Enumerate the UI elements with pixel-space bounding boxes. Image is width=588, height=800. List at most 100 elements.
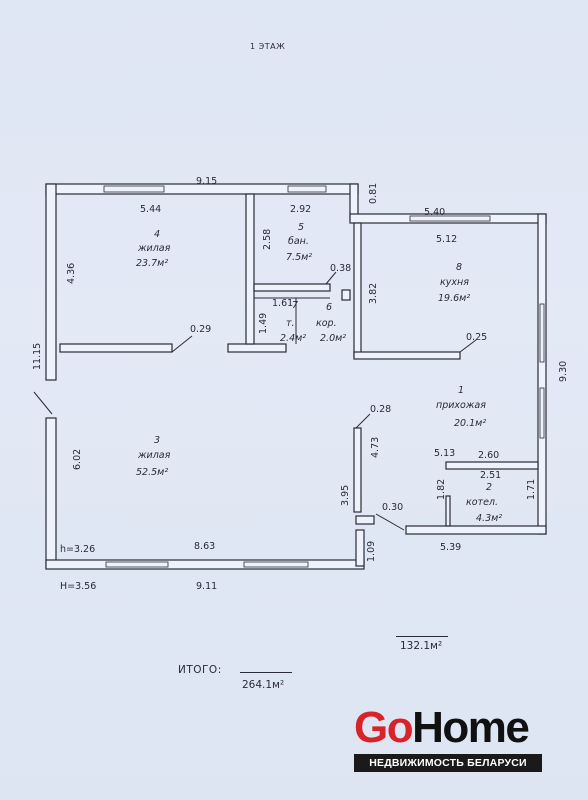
dim-toilet-w: 1.61: [272, 298, 293, 309]
dim-hall-w: 5.13: [434, 448, 455, 459]
tick-kitchen: [459, 339, 477, 353]
dim-bottom-right: 5.39: [440, 542, 461, 553]
svg-text:2: 2: [486, 482, 492, 493]
dim-left-upper: 4.36: [66, 263, 77, 284]
wall-hall-left: [353, 427, 362, 513]
svg-text:2.0м²: 2.0м²: [320, 333, 346, 344]
dim-bottom-total: 9.11: [196, 581, 217, 592]
dim-boiler-h: 1.82: [436, 479, 447, 500]
svg-text:23.7м²: 23.7м²: [136, 258, 168, 269]
floor-area: 132.1м²: [400, 640, 443, 652]
logo-go: Go: [354, 703, 414, 752]
dim-step-w: 0.81: [368, 183, 379, 204]
wall-boiler-top: [445, 461, 539, 470]
svg-text:бан.: бан.: [288, 236, 309, 247]
dim-bath-small: 0.38: [330, 263, 351, 274]
svg-text:6: 6: [326, 302, 332, 313]
wall-kitchen-left: [353, 222, 362, 358]
wall-room4-right: [245, 193, 255, 345]
svg-text:8: 8: [456, 262, 462, 273]
svg-text:прихожая: прихожая: [436, 400, 486, 411]
door-swing-entrance: [375, 513, 405, 531]
room-7-label: 7 т. 2.4м²: [280, 300, 306, 344]
dim-room3-h: 6.02: [72, 449, 83, 470]
floor-area-line: [396, 636, 448, 637]
dim-room4-top: 5.44: [140, 204, 161, 215]
wall-left-upper: [45, 183, 57, 381]
dim-h-inner: h=3.26: [60, 544, 95, 555]
dim-toilet-h: 1.49: [258, 313, 269, 334]
room-5-label: 5 бан. 7.5м²: [286, 222, 312, 263]
wall-bath-nub: [341, 289, 351, 301]
svg-text:19.6м²: 19.6м²: [438, 293, 470, 304]
room-6-label: 6 кор. 2.0м²: [316, 302, 346, 344]
wall-right: [537, 213, 547, 535]
floor-title: 1 ЭТАЖ: [250, 42, 286, 51]
svg-text:жилая: жилая: [137, 450, 171, 461]
svg-text:кор.: кор.: [316, 318, 337, 329]
dim-right-total: 9.30: [558, 361, 569, 382]
svg-text:2.4м²: 2.4м²: [280, 333, 306, 344]
window-kitchen-top: [409, 215, 491, 222]
svg-text:котел.: котел.: [466, 497, 498, 508]
total-area: 264.1м²: [242, 679, 285, 691]
gohome-logo: GoHome НЕДВИЖИМОСТЬ БЕЛАРУСИ: [354, 706, 542, 772]
dim-H-outer: H=3.56: [60, 581, 96, 592]
window-top-2: [287, 185, 327, 193]
dim-kitchen-top-outer: 5.40: [424, 207, 445, 218]
wall-boiler-left: [445, 495, 451, 527]
logo-wordmark: GoHome: [354, 706, 542, 750]
dim-kitchen-top-inner: 5.12: [436, 234, 457, 245]
door-swing-left: [33, 391, 53, 415]
dim-step-small: 1.09: [366, 541, 377, 562]
room-4-label: 4 жилая 23.7м²: [136, 229, 171, 269]
svg-text:1: 1: [458, 385, 464, 396]
dim-partition4: 0.29: [190, 324, 211, 335]
dim-room3-bottom: 8.63: [194, 541, 215, 552]
logo-home: Home: [412, 703, 530, 752]
svg-text:7: 7: [292, 300, 298, 311]
dim-partition8: 0.25: [466, 332, 487, 343]
dim-kitchen-h: 3.82: [368, 283, 379, 304]
dim-hall-col: 0.28: [370, 404, 391, 415]
window-top-1: [103, 185, 165, 193]
window-right-1: [539, 303, 545, 363]
wall-bottom-right: [405, 525, 547, 535]
total-line: [240, 672, 292, 673]
window-bottom-1: [105, 561, 169, 568]
svg-text:5: 5: [298, 222, 304, 233]
window-right-2: [539, 387, 545, 439]
wall-kitchen-bottom: [353, 351, 461, 360]
svg-text:т.: т.: [286, 318, 295, 329]
tick-hall: [355, 413, 371, 429]
room-3-label: 3 жилая 52.5м²: [136, 435, 171, 478]
tick-room4: [171, 335, 193, 353]
room-1-label: 1 прихожая 20.1м²: [436, 385, 486, 429]
room-8-label: 8 кухня 19.6м²: [438, 262, 470, 304]
svg-text:4: 4: [154, 229, 160, 240]
dim-left-total: 11.15: [32, 343, 43, 370]
dim-hall-h: 4.73: [370, 437, 381, 458]
svg-text:жилая: жилая: [137, 243, 171, 254]
room-2-label: 2 котел. 4.3м²: [466, 482, 502, 524]
wall-left-lower: [45, 417, 57, 569]
dim-step-h: 3.95: [340, 485, 351, 506]
wall-bath-bottom: [253, 283, 331, 292]
total-label: ИТОГО:: [178, 664, 222, 676]
wall-bottom-left: [45, 559, 365, 570]
dim-bath-h: 2.58: [262, 229, 273, 250]
wall-room7-bottom: [227, 343, 287, 353]
dim-top-total: 9.15: [196, 176, 217, 187]
dim-boiler-top-outer: 2.60: [478, 450, 499, 461]
svg-text:52.5м²: 52.5м²: [136, 467, 168, 478]
wall-entrance-nub: [355, 515, 375, 525]
wall-entrance-step: [355, 529, 365, 567]
svg-text:4.3м²: 4.3м²: [476, 513, 502, 524]
logo-tagline: НЕДВИЖИМОСТЬ БЕЛАРУСИ: [354, 754, 542, 772]
dim-step-d: 0.30: [382, 502, 403, 513]
dim-boiler-top-inner: 2.51: [480, 470, 501, 481]
svg-text:7.5м²: 7.5м²: [286, 252, 312, 263]
wall-room4-bottom: [59, 343, 173, 353]
